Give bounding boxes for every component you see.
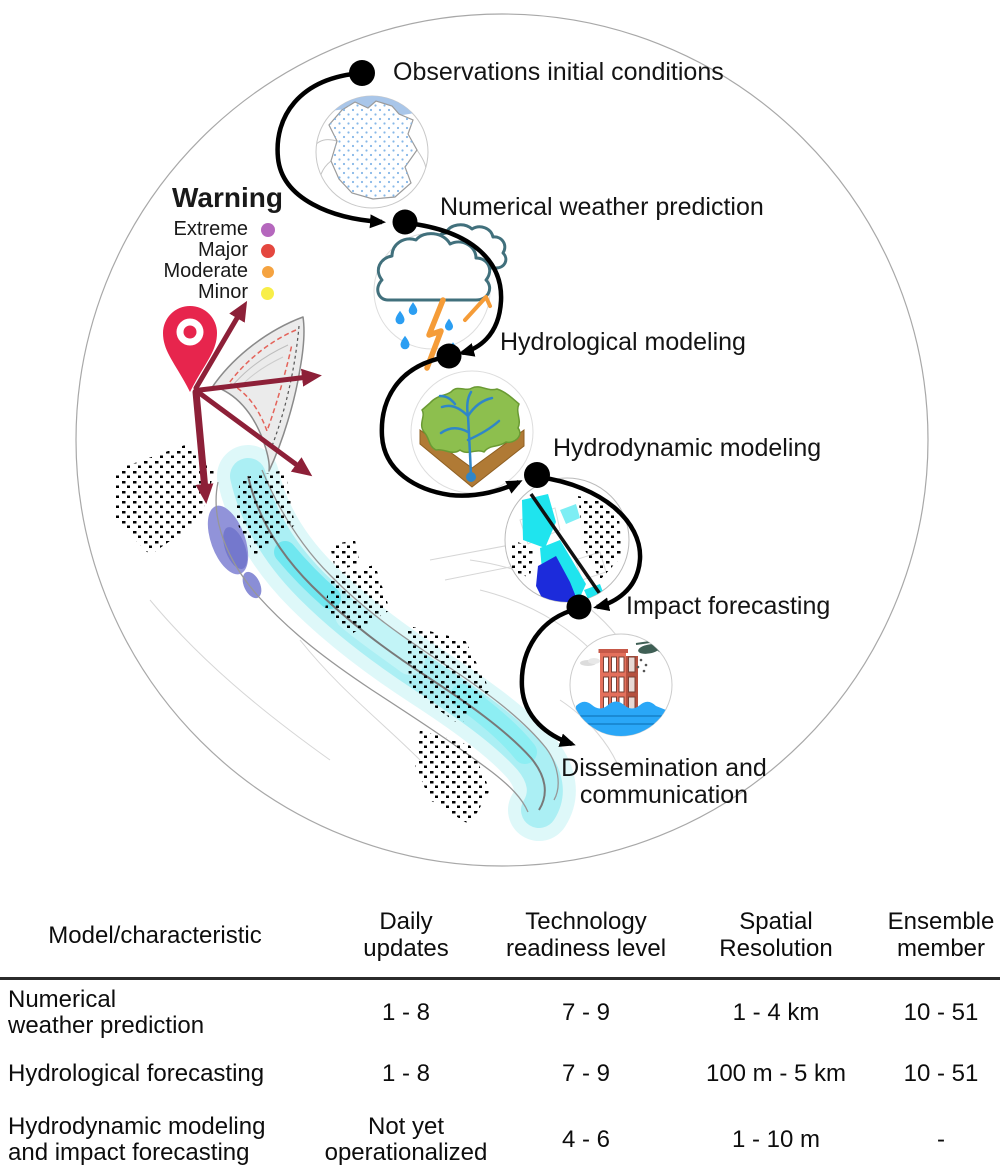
legend-label-major: Major xyxy=(197,239,248,261)
legend-labels: Extreme Major Moderate Minor xyxy=(110,218,249,303)
cell-daily: 1 - 8 xyxy=(381,1060,431,1087)
cell-trl: 7 - 9 xyxy=(561,1060,611,1087)
cell-spatial: 1 - 10 m xyxy=(731,1126,821,1153)
step-label-hydrodynamic: Hydrodynamic modeling xyxy=(553,434,822,462)
chain-nodes xyxy=(349,60,592,620)
cell-daily: Not yet operationalized xyxy=(324,1113,488,1166)
lightning-bolts xyxy=(424,295,492,371)
flood-inundation-map xyxy=(115,445,621,841)
flood-hydrograph-shape xyxy=(212,316,305,472)
cell-spatial: 100 m - 5 km xyxy=(705,1060,847,1087)
row-name: Hydrological forecasting xyxy=(8,1060,265,1087)
table-row-hydrodynamic: Hydrodynamic modeling and impact forecas… xyxy=(0,1102,1000,1171)
legend-label-minor: Minor xyxy=(197,281,248,303)
table-header-row: Model/characteristic Daily updates Techn… xyxy=(0,893,1000,980)
step-label-impact: Impact forecasting xyxy=(626,592,831,620)
legend-dot-moderate xyxy=(262,266,274,278)
cell-trl: 7 - 9 xyxy=(561,999,611,1026)
cell-spatial: 1 - 4 km xyxy=(732,999,820,1026)
hydrological-catchment-icon xyxy=(410,370,534,494)
row-name: Hydrodynamic modeling and impact forecas… xyxy=(8,1113,266,1166)
cell-ensemble: 10 - 51 xyxy=(903,999,979,1026)
legend-title: Warning xyxy=(172,182,283,213)
table-row-nwp: Numerical weather prediction 1 - 8 7 - 9… xyxy=(0,980,1000,1046)
col-header-model: Model/characteristic xyxy=(48,921,262,949)
cell-daily: 1 - 8 xyxy=(381,999,431,1026)
legend-label-extreme: Extreme xyxy=(173,218,248,240)
legend-dot-extreme xyxy=(261,223,275,237)
weather-prediction-icon xyxy=(373,223,508,371)
col-header-trl: Technology readiness level xyxy=(505,908,667,962)
location-pin-icon xyxy=(163,306,217,392)
cell-ensemble: 10 - 51 xyxy=(903,1060,979,1087)
table-row-hydrological: Hydrological forecasting 1 - 8 7 - 9 100… xyxy=(0,1046,1000,1102)
model-characteristics-table: Model/characteristic Daily updates Techn… xyxy=(0,893,1000,1171)
col-header-daily: Daily updates xyxy=(363,908,449,962)
col-header-spatial: Spatial Resolution xyxy=(719,908,833,962)
flood-map-icon xyxy=(504,477,630,603)
legend-dot-minor xyxy=(261,287,274,300)
col-header-ensemble: Ensemble member xyxy=(887,908,995,962)
legend-dot-major xyxy=(261,244,275,258)
dissemination-arrows xyxy=(192,300,322,504)
cycle-outline-circle xyxy=(75,13,929,867)
legend-label-moderate: Moderate xyxy=(163,260,249,282)
step-label-nwp: Numerical weather prediction xyxy=(440,193,764,221)
observations-map-icon xyxy=(315,95,429,209)
step-label-hydrological: Hydrological modeling xyxy=(500,328,746,356)
step-label-observations: Observations initial conditions xyxy=(393,58,724,86)
forecast-cycle-artwork xyxy=(75,13,929,867)
impact-forecasting-icon xyxy=(569,633,673,737)
cell-trl: 4 - 6 xyxy=(561,1126,611,1153)
row-name: Numerical weather prediction xyxy=(8,986,205,1039)
river-network xyxy=(438,390,501,478)
cell-ensemble: - xyxy=(937,1126,945,1153)
forecast-chain xyxy=(275,60,643,747)
step-label-dissemination: Dissemination and communication xyxy=(561,754,767,809)
building-clusters xyxy=(115,445,490,825)
